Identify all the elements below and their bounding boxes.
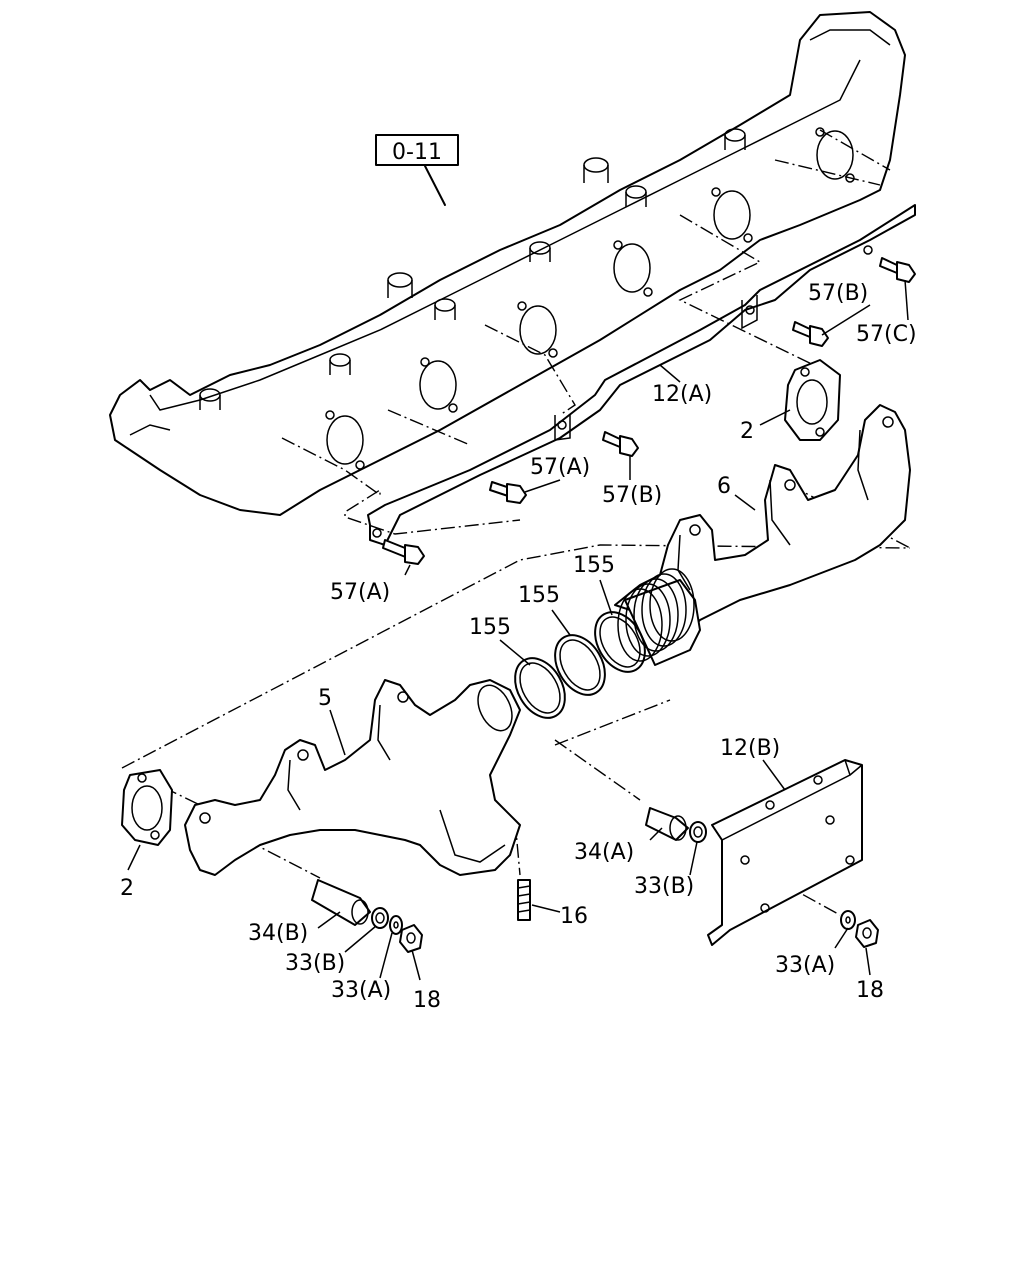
callout-57b-top: 57(B) <box>808 281 868 306</box>
nut-33-b-left <box>371 907 389 929</box>
callout-33b-right: 33(B) <box>634 874 694 899</box>
washer-33-a-right <box>840 910 856 930</box>
callout-16: 16 <box>560 904 588 929</box>
callout-34a: 34(A) <box>574 840 634 865</box>
callout-18-left: 18 <box>413 988 441 1013</box>
heat-shield-12a <box>367 204 916 546</box>
bolt-57-a-mid <box>489 481 527 504</box>
bolt-57-c <box>879 257 916 283</box>
callout-12a: 12(A) <box>652 382 712 407</box>
callout-57a-left: 57(A) <box>330 580 390 605</box>
callout-6: 6 <box>717 474 731 499</box>
callout-18-right: 18 <box>856 978 884 1003</box>
callout-2-left: 2 <box>120 876 134 901</box>
seal-ring-155-b <box>554 634 606 696</box>
callout-33a-right: 33(A) <box>775 953 835 978</box>
stud-16 <box>517 879 531 921</box>
bolt-57-a-left <box>382 539 425 565</box>
reference-box: 0-11 <box>375 134 459 206</box>
nut-33-b-right <box>689 821 707 843</box>
callout-155-b: 155 <box>518 583 560 608</box>
callout-57a-mid: 57(A) <box>530 455 590 480</box>
bolt-57-b-top <box>792 321 829 347</box>
spacer-34-b <box>311 879 371 926</box>
callout-155-c: 155 <box>573 553 615 578</box>
callout-34b: 34(B) <box>248 921 308 946</box>
leader-lines <box>127 279 909 981</box>
gasket-2-right <box>784 359 841 441</box>
callout-57b-mid: 57(B) <box>602 483 662 508</box>
callout-2-right: 2 <box>740 419 754 444</box>
callout-5: 5 <box>318 686 332 711</box>
cylinder-head <box>109 11 906 516</box>
svg-text:0-11: 0-11 <box>392 140 442 165</box>
callout-57c: 57(C) <box>856 322 917 347</box>
nut-18-right <box>855 919 879 948</box>
washer-33-a-left <box>389 915 403 935</box>
callout-155-a: 155 <box>469 615 511 640</box>
seal-ring-155-c <box>594 611 646 673</box>
bracket-12b <box>707 759 863 946</box>
gasket-2-left <box>121 769 173 846</box>
callout-12b: 12(B) <box>720 736 780 761</box>
nut-18-left <box>399 924 423 953</box>
exhaust-manifold-5 <box>184 679 521 876</box>
exhaust-manifold-6 <box>614 404 911 666</box>
spacer-34-a <box>645 807 689 841</box>
callout-33b-left: 33(B) <box>285 951 345 976</box>
bolt-57-b-mid <box>602 431 639 457</box>
callout-33a-left: 33(A) <box>331 978 391 1003</box>
